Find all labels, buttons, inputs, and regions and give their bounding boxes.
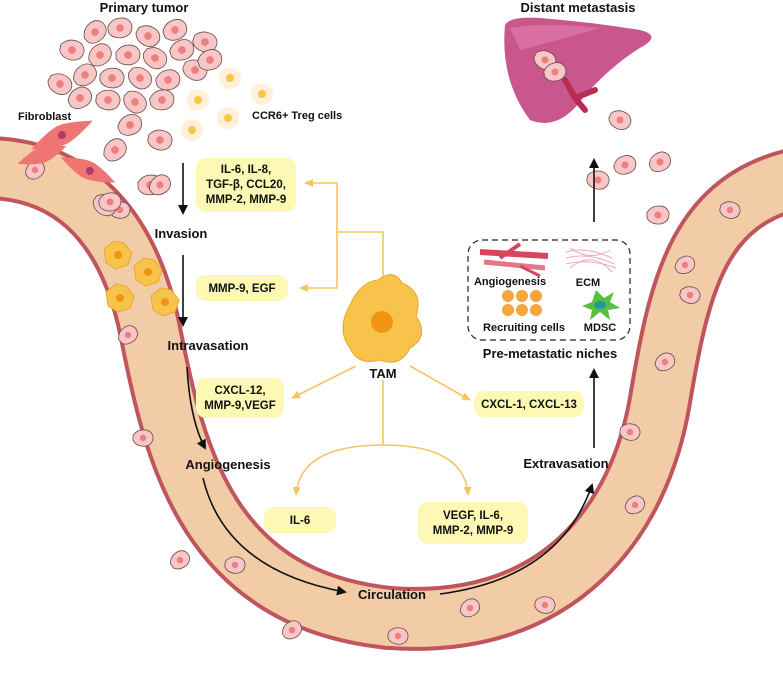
distant-metastasis-label: Distant metastasis <box>521 0 636 15</box>
free-tumor-cell <box>646 205 670 225</box>
vessel-cell <box>459 598 481 618</box>
tumor-cell <box>128 66 152 90</box>
vessel-cell <box>674 255 696 275</box>
tumor-cell <box>123 90 147 114</box>
box6-line2: MMP-2, MMP-9 <box>433 525 514 537</box>
tumor-cell <box>73 63 97 87</box>
box3-line2: MMP-9,VEGF <box>204 400 276 412</box>
tumor-cell <box>88 43 112 67</box>
invasion-label: Invasion <box>155 226 208 241</box>
free-tumor-cell <box>608 110 632 130</box>
tumor-cell <box>95 89 121 111</box>
blood-vessel-inner <box>0 140 783 647</box>
tumor-cell <box>162 18 188 41</box>
tumor-cell <box>155 69 181 91</box>
cytokine-box-4: CXCL-1, CXCL-13 <box>474 391 584 417</box>
cytokine-box-1: IL-6, IL-8, TGF-β, CCL20, MMP-2, MMP-9 <box>196 158 296 212</box>
primary-tumor-label: Primary tumor <box>100 0 189 15</box>
tumor-cell <box>115 44 141 66</box>
cytokine-box-3: CXCL-12, MMP-9,VEGF <box>196 378 284 418</box>
niche-angiogenesis-label: Angiogenesis <box>474 276 546 288</box>
niche-mdsc-icon <box>582 290 620 320</box>
box1-line2: TGF-β, CCL20, <box>206 179 286 191</box>
extravasation-label: Extravasation <box>523 456 608 471</box>
vessel-cell <box>224 556 246 574</box>
tumor-cell <box>135 25 161 48</box>
tumor-cell <box>149 89 175 111</box>
vessel-cell <box>654 352 676 372</box>
niche-recruiting-cells-icon <box>502 290 542 316</box>
vessel-cell <box>387 627 409 645</box>
cytokine-box-2: MMP-9, EGF <box>196 275 288 301</box>
free-tumor-cell <box>586 170 610 190</box>
circulating-tumor-cells <box>98 50 672 225</box>
vessel-cell <box>281 620 302 640</box>
niche-ecm-icon <box>565 247 617 273</box>
pre-metastatic-niche-box: Angiogenesis ECM Recruiting cells MDSC <box>467 239 631 341</box>
box6-line1: VEGF, IL-6, <box>443 510 503 522</box>
vessel-cell <box>619 423 641 441</box>
vessel-cell <box>170 550 190 570</box>
niche-ecm-label: ECM <box>576 277 600 289</box>
tumor-cell <box>142 47 168 70</box>
box1-line3: MMP-2, MMP-9 <box>206 194 287 206</box>
niche-recruiting-label: Recruiting cells <box>483 322 565 334</box>
tumor-cell <box>67 86 93 109</box>
intravasation-label: Intravasation <box>168 338 249 353</box>
niche-title: Pre-metastatic niches <box>483 346 617 361</box>
cytokine-box-6: VEGF, IL-6, MMP-2, MMP-9 <box>418 502 528 544</box>
angiogenesis-stage-label: Angiogenesis <box>185 457 270 472</box>
free-tumor-cell <box>98 192 122 212</box>
fibroblast-label: Fibroblast <box>18 111 72 123</box>
vessel-cells <box>25 160 741 645</box>
tam-label: TAM <box>369 366 396 381</box>
pathway-arrows <box>178 158 599 596</box>
tam-cells-small <box>103 240 180 317</box>
tumor-cell <box>83 20 107 44</box>
niche-mdsc-label: MDSC <box>584 322 616 334</box>
tumor-cell <box>147 129 173 151</box>
box5-line1: IL-6 <box>290 515 310 527</box>
free-tumor-cell <box>543 62 567 82</box>
box2-line1: MMP-9, EGF <box>208 283 275 295</box>
liver-organ <box>504 17 652 123</box>
cytokine-box-5: IL-6 <box>264 507 336 533</box>
fibroblast-cells <box>17 120 116 183</box>
treg-cells <box>181 67 273 141</box>
vessel-cell <box>624 495 646 515</box>
tumor-cell <box>107 17 133 39</box>
vessel-cell <box>679 286 701 304</box>
vessel-cell <box>132 429 154 447</box>
tumor-cell <box>99 67 125 89</box>
niche-angiogenesis-icon <box>479 242 549 278</box>
tumor-cell <box>47 73 73 95</box>
tumor-cell <box>197 49 223 71</box>
box1-line1: IL-6, IL-8, <box>221 164 271 176</box>
vessel-cell <box>719 201 741 219</box>
tumor-cell <box>59 39 85 61</box>
treg-label: CCR6+ Treg cells <box>252 110 342 122</box>
circulation-label: Circulation <box>358 587 426 602</box>
tumor-cell <box>192 31 218 53</box>
vessel-cell <box>534 596 556 614</box>
free-tumor-cell <box>648 151 672 173</box>
tam-signal-arrows <box>291 179 472 496</box>
box4-line1: CXCL-1, CXCL-13 <box>481 399 577 411</box>
tumor-cell <box>117 113 143 136</box>
free-tumor-cell <box>149 174 171 196</box>
box3-line1: CXCL-12, <box>214 385 265 397</box>
vessel-cell <box>118 325 138 345</box>
tumor-cell <box>103 138 127 162</box>
tumor-cell <box>169 39 195 61</box>
free-tumor-cell <box>613 155 637 175</box>
tam-central-cell <box>342 274 423 363</box>
